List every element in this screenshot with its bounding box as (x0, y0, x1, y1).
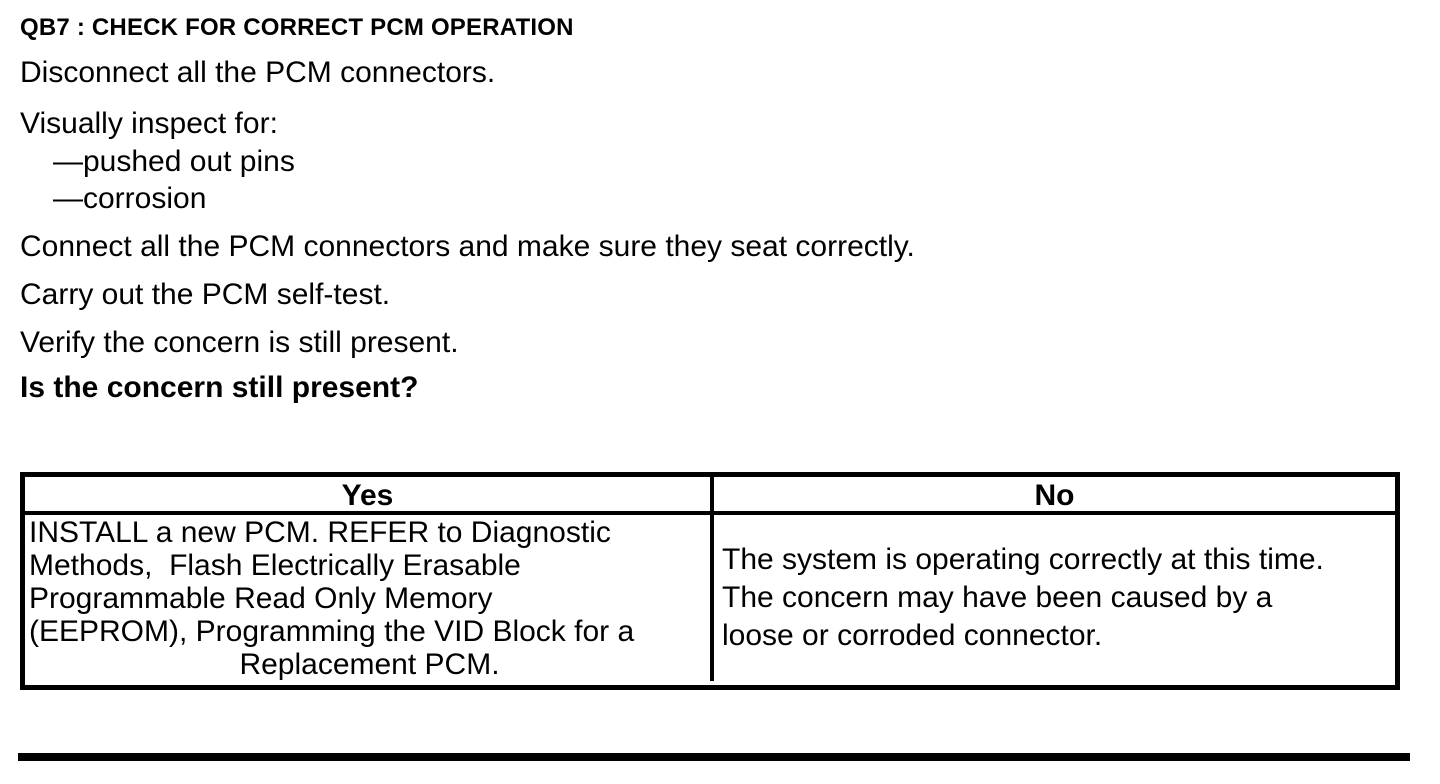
step-connect-connectors: Connect all the PCM connectors and make … (20, 230, 915, 263)
no-action-cell: The system is operating correctly at thi… (710, 515, 1395, 681)
inspect-label: Visually inspect for: (20, 107, 278, 140)
inspect-item-pushed-out-pins: —pushed out pins (53, 145, 295, 178)
no-action-line: The concern may have been caused by a (722, 581, 1273, 614)
decision-question: Is the concern still present? (20, 371, 419, 404)
step-verify-concern: Verify the concern is still present. (20, 326, 459, 359)
yes-action-line: Programmable Read Only Memory (29, 582, 493, 615)
no-action-line: The system is operating correctly at thi… (722, 543, 1324, 576)
yes-no-results-table: Yes No INSTALL a new PCM. REFER to Diagn… (20, 472, 1400, 690)
procedure-title: QB7 : CHECK FOR CORRECT PCM OPERATION (20, 14, 574, 41)
step-self-test: Carry out the PCM self-test. (20, 278, 391, 311)
results-table-body-row: INSTALL a new PCM. REFER to Diagnostic M… (25, 515, 1395, 681)
yes-action-cell: INSTALL a new PCM. REFER to Diagnostic M… (25, 515, 710, 681)
yes-action-line: (EEPROM), Programming the VID Block for … (29, 615, 635, 648)
yes-column-header: Yes (341, 479, 394, 512)
yes-action-line: Methods, Flash Electrically Erasable (29, 549, 521, 582)
step-disconnect-connectors: Disconnect all the PCM connectors. (20, 56, 496, 89)
yes-action-line: Replacement PCM. (239, 648, 500, 681)
results-table-header-row: Yes No (25, 477, 1395, 515)
no-action-line: loose or corroded connector. (722, 619, 1103, 652)
yes-action-line: INSTALL a new PCM. REFER to Diagnostic (29, 516, 611, 549)
inspect-item-corrosion: —corrosion (53, 182, 207, 215)
page-bottom-rule (18, 753, 1410, 761)
no-column-header: No (710, 477, 1395, 515)
